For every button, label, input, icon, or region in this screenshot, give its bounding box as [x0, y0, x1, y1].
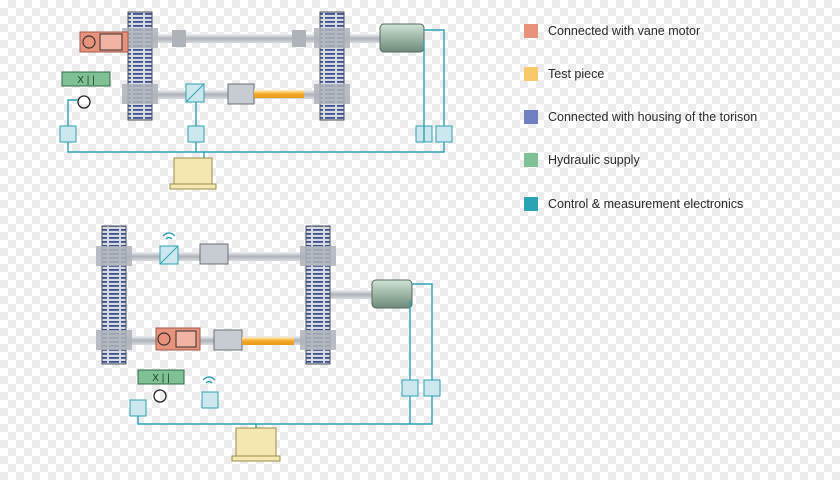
gear-hub: [314, 28, 350, 48]
coupling: [292, 30, 306, 47]
gear-hub: [96, 330, 132, 350]
converter-box: [201, 391, 219, 409]
legend-label: Control & measurement electronics: [548, 197, 744, 211]
svg-text:X | |: X | |: [152, 373, 169, 384]
legend-item: Test piece: [524, 65, 604, 83]
wireless-signal-icon: [202, 376, 216, 384]
legend-label: Test piece: [548, 67, 605, 81]
legend-swatch: [524, 110, 538, 124]
load-motor: [371, 279, 413, 309]
converter-box: [435, 125, 453, 143]
bottom-rig: X | |: [96, 225, 441, 462]
legend-label: Connected with housing of the torison: [548, 110, 758, 124]
wireless-signal-icon: [162, 232, 176, 240]
test-piece: [227, 83, 255, 105]
legend-label: Hydraulic supply: [548, 153, 640, 167]
legend-swatch: [524, 197, 538, 211]
hydraulic-valve: [61, 71, 111, 87]
load-motor: [379, 23, 425, 53]
gear-hub: [96, 246, 132, 266]
legend-item: Control & measurement electronics: [524, 195, 743, 213]
svg-text:X | |: X | |: [77, 75, 94, 86]
test-piece-shaft: [242, 337, 294, 345]
gear-hub: [122, 28, 158, 48]
gear-hub: [300, 246, 336, 266]
legend-label: Connected with vane motor: [548, 24, 701, 38]
pump-icon: [77, 95, 91, 109]
gear-hub: [300, 330, 336, 350]
coupling: [172, 30, 186, 47]
legend-swatch: [524, 153, 538, 167]
legend-swatch: [524, 67, 538, 81]
gear-hub: [122, 84, 158, 104]
legend-swatch: [524, 24, 538, 38]
legend-item: Hydraulic supply: [524, 151, 640, 169]
upper-shaft: [150, 34, 380, 43]
pump-icon: [153, 389, 167, 403]
test-piece-shaft: [254, 90, 304, 98]
test-piece: [213, 329, 243, 351]
load-shaft: [330, 290, 380, 299]
converter-box: [129, 399, 147, 417]
converter-box: [401, 379, 419, 397]
legend-item: Connected with housing of the torison: [524, 108, 757, 126]
laptop-icon: [235, 427, 277, 457]
hydraulic-valve: [137, 369, 185, 385]
legend-item: Connected with vane motor: [524, 22, 700, 40]
converter-box: [423, 379, 441, 397]
coupling: [199, 243, 229, 265]
converter-box: [59, 125, 77, 143]
gear-hub: [314, 84, 350, 104]
top-rig: X | |: [59, 11, 453, 190]
laptop-icon: [173, 157, 213, 185]
converter-box: [187, 125, 205, 143]
